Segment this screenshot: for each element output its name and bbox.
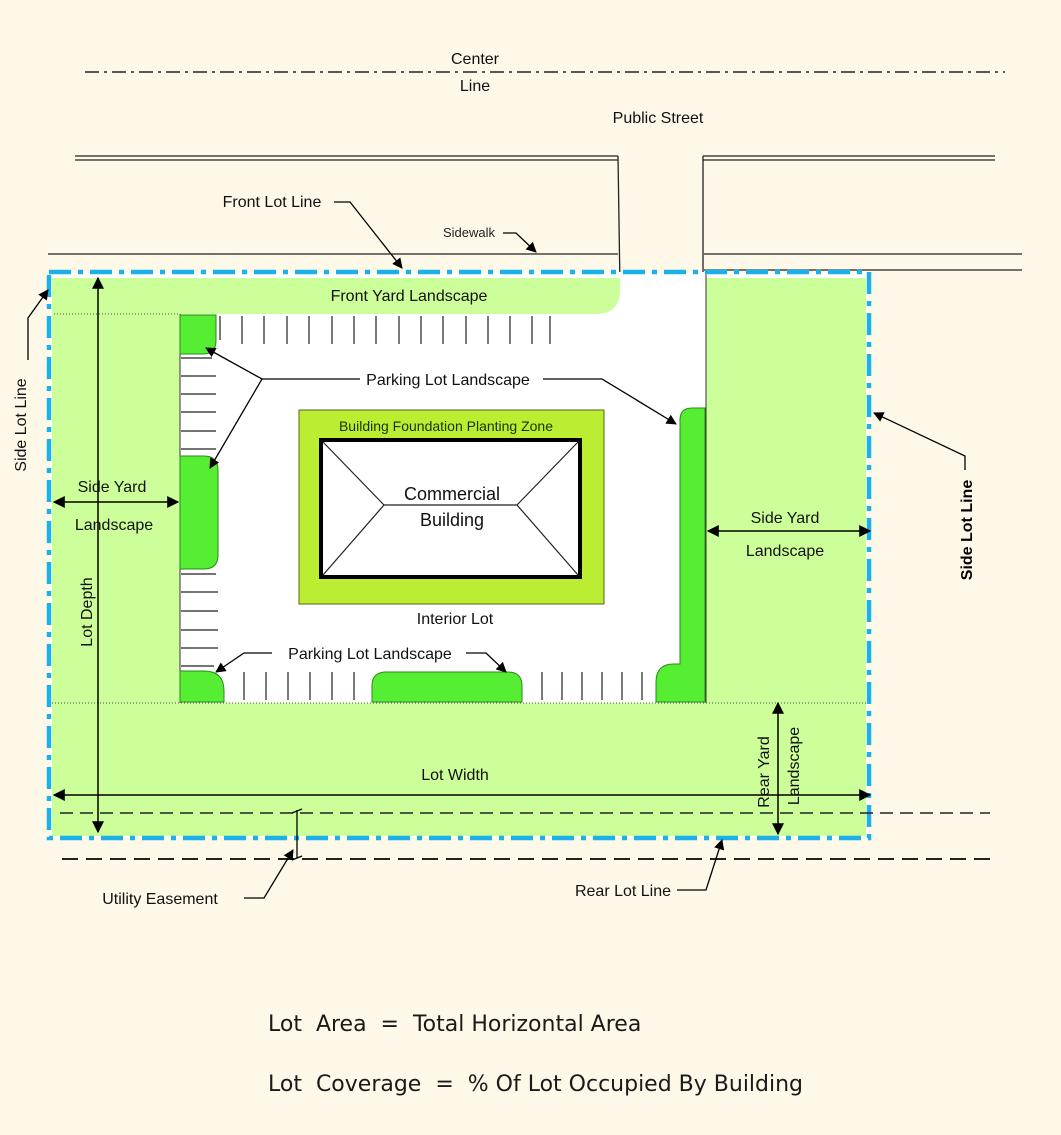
sidewalk-lines bbox=[48, 253, 1022, 271]
parking-islands bbox=[179, 314, 706, 703]
commercial-building bbox=[319, 438, 582, 579]
side-yard-right-label-top: Side Yard bbox=[751, 510, 820, 527]
side-yard-left-label-top: Side Yard bbox=[78, 479, 147, 496]
front-yard-landscape-label: Front Yard Landscape bbox=[331, 288, 488, 305]
lot-coverage-formula: Lot Coverage = % Of Lot Occupied By Buil… bbox=[268, 1072, 804, 1097]
lot-depth-label: Lot Depth bbox=[79, 577, 96, 646]
rear-yard-landscape bbox=[52, 703, 866, 836]
foundation-zone-label: Building Foundation Planting Zone bbox=[339, 418, 553, 434]
commercial-building-label-bottom: Building bbox=[420, 510, 484, 530]
rear-lot-line-label: Rear Lot Line bbox=[575, 883, 671, 900]
parking-lot-landscape-top-label: Parking Lot Landscape bbox=[366, 372, 530, 389]
rear-yard-label-top: Rear Yard bbox=[756, 736, 773, 807]
building-roof-lines bbox=[322, 441, 579, 576]
front-yard-landscape bbox=[52, 278, 620, 314]
center-line-label-top: Center bbox=[451, 51, 500, 68]
rear-yard-label-bottom: Landscape bbox=[786, 727, 803, 805]
street-curbs bbox=[75, 155, 995, 289]
lot-boundary bbox=[46, 269, 872, 841]
front-lot-line-label: Front Lot Line bbox=[223, 194, 322, 211]
public-street-label: Public Street bbox=[613, 110, 704, 127]
center-line-label-bottom: Line bbox=[460, 78, 490, 95]
side-lot-line-left-label: Side Lot Line bbox=[13, 378, 30, 472]
utility-easement-label: Utility Easement bbox=[102, 891, 218, 908]
lot-area-formula: Lot Area = Total Horizontal Area bbox=[268, 1012, 642, 1037]
parking-stall-lines bbox=[181, 316, 643, 700]
leader-lines bbox=[27, 201, 966, 899]
dimension-arrows bbox=[52, 276, 872, 836]
lot-width-label: Lot Width bbox=[421, 767, 489, 784]
side-yard-left-label-bottom: Landscape bbox=[75, 517, 153, 534]
parking-lot-landscape-bottom-label: Parking Lot Landscape bbox=[288, 646, 452, 663]
side-yard-right-label-bottom: Landscape bbox=[746, 543, 824, 560]
side-lot-line-right-label: Side Lot Line bbox=[959, 480, 976, 581]
sidewalk-label: Sidewalk bbox=[443, 225, 496, 240]
interior-lot-label: Interior Lot bbox=[417, 611, 494, 628]
side-yard-landscape-left bbox=[52, 314, 180, 703]
commercial-building-label-top: Commercial bbox=[404, 484, 500, 504]
side-yard-landscape-right bbox=[706, 278, 866, 703]
